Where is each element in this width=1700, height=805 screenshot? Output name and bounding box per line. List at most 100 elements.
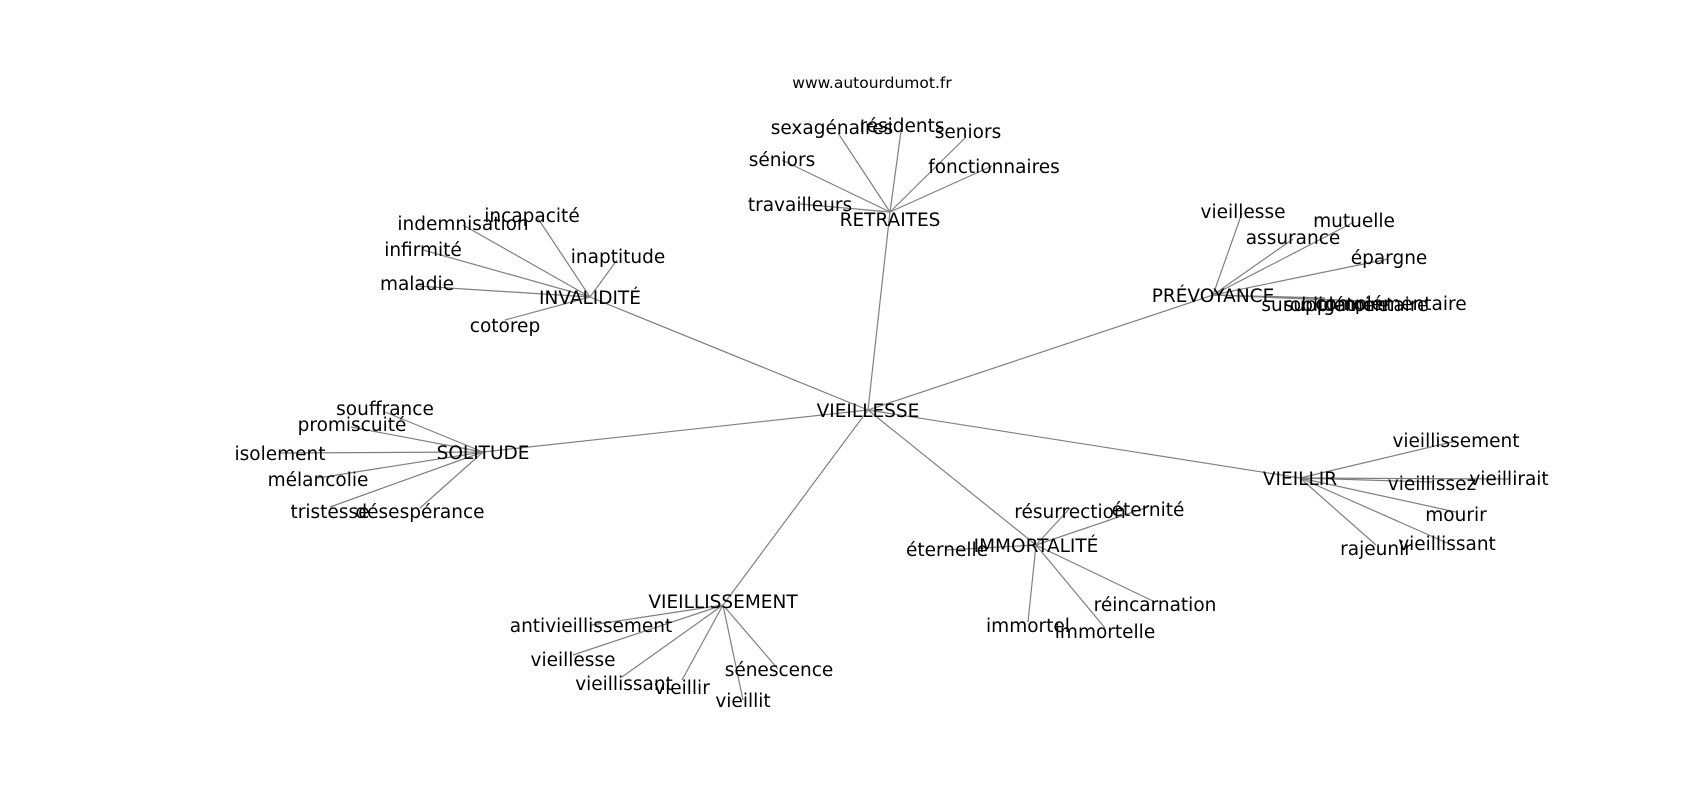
edge-hub-to-word [1027, 544, 1037, 623]
related-word[interactable]: désespérance [355, 502, 484, 523]
edge-hub-to-word [590, 604, 724, 626]
related-word[interactable]: tristesse [291, 502, 370, 523]
related-word[interactable]: vieillesse [531, 650, 616, 671]
hub-word[interactable]: PRÉVOYANCE [1152, 285, 1275, 307]
related-word[interactable]: travailleurs [748, 195, 852, 216]
edge-hub-to-word [589, 259, 618, 298]
edge-hub-to-word [681, 604, 724, 681]
edge-hub-to-word [621, 604, 724, 678]
related-word[interactable]: mutuelle [1313, 211, 1395, 232]
hub-word[interactable]: VIEILLIR [1263, 469, 1337, 490]
edge-center-to-hub [589, 296, 869, 411]
related-word[interactable]: vieillissement [1392, 431, 1519, 452]
related-word[interactable]: incapacité [484, 206, 579, 227]
edge-hub-to-word [1212, 212, 1243, 296]
related-word[interactable]: épargne [1351, 248, 1428, 269]
edge-hub-to-word [722, 604, 779, 670]
related-word[interactable]: inaptitude [571, 247, 665, 268]
related-word[interactable]: réincarnation [1094, 595, 1217, 616]
related-word[interactable]: seniors [935, 122, 1001, 143]
related-word[interactable]: assurance [1246, 228, 1341, 249]
related-word[interactable]: rajeunir [1340, 539, 1412, 560]
edge-hub-to-word [889, 165, 993, 213]
edge-hub-to-word [1212, 238, 1294, 296]
related-word[interactable]: mourir [1425, 505, 1487, 526]
related-word[interactable]: mélancolie [268, 470, 369, 491]
related-word[interactable]: sexagénaires [771, 118, 894, 139]
edge-hub-to-word [279, 451, 484, 454]
edge-hub-to-word [889, 137, 966, 213]
edges [279, 130, 1510, 701]
related-word[interactable]: complémentaire [1315, 294, 1466, 315]
edge-hub-to-word [1212, 221, 1355, 296]
edge-center-to-hub [867, 294, 1214, 411]
related-word[interactable]: sénescence [725, 660, 834, 681]
edge-hub-to-word [504, 296, 591, 321]
edge-hub-to-word [416, 285, 591, 298]
hub-word[interactable]: IMMORTALITÉ [974, 535, 1099, 557]
related-word[interactable]: isolement [234, 444, 325, 465]
edge-hub-to-word [317, 451, 484, 479]
edge-hub-to-word [1299, 477, 1377, 546]
credit-text: www.autourdumot.fr [792, 74, 952, 92]
edge-center-to-hub [482, 409, 869, 453]
edge-hub-to-word [1035, 544, 1106, 629]
edge-hub-to-word [350, 426, 484, 453]
edge-hub-to-word [945, 544, 1037, 551]
hub-word[interactable]: INVALIDITÉ [539, 287, 641, 309]
hub-word[interactable]: SOLITUDE [437, 443, 530, 464]
related-word[interactable]: infirmité [384, 240, 462, 261]
related-word[interactable]: vieillissez [1388, 474, 1476, 495]
edge-hub-to-word [419, 451, 484, 509]
related-word[interactable]: vieillir [654, 678, 710, 699]
edge-hub-to-word [1299, 440, 1457, 479]
related-word[interactable]: résidents [859, 116, 944, 137]
labels: www.autourdumot.fr VIEILLESSE sexagénaire… [234, 74, 1548, 712]
edge-hub-to-word [422, 249, 591, 298]
related-word[interactable]: vieillirait [1469, 469, 1548, 490]
related-word[interactable]: immortel [986, 616, 1070, 637]
related-word[interactable]: vieillissant [575, 674, 673, 695]
edge-hub-to-word [384, 411, 484, 453]
related-word[interactable]: maladie [380, 274, 454, 295]
hub-word[interactable]: VIEILLISSEMENT [648, 592, 798, 613]
related-word[interactable]: fonctionnaires [928, 157, 1060, 178]
edge-hub-to-word [329, 451, 484, 508]
related-word[interactable]: séniors [749, 150, 815, 171]
related-word[interactable]: éternelle [906, 540, 988, 561]
edge-hub-to-word [536, 216, 591, 298]
related-word[interactable]: résurrection [1014, 502, 1125, 523]
related-word[interactable]: éternité [1112, 500, 1185, 521]
edge-center-to-hub [867, 409, 1037, 546]
edge-hub-to-word [1035, 507, 1071, 546]
edge-hub-to-word [1212, 294, 1392, 303]
edge-hub-to-word [1035, 544, 1156, 603]
related-word[interactable]: vieillit [715, 691, 770, 712]
edge-hub-to-word [837, 132, 891, 213]
edge-center-to-hub [867, 211, 891, 411]
hub-word[interactable]: RETRAITES [840, 210, 941, 231]
edge-hub-to-word [1035, 506, 1149, 546]
edge-hub-to-word [572, 604, 724, 656]
edge-hub-to-word [1299, 477, 1457, 513]
related-word[interactable]: surobligatoire [1261, 295, 1388, 316]
edge-hub-to-word [799, 203, 891, 213]
related-word[interactable]: indemnisation [397, 214, 528, 235]
related-word[interactable]: souffrance [336, 399, 434, 420]
related-word[interactable]: vieillissant [1398, 534, 1496, 555]
edge-hub-to-word [1299, 477, 1433, 483]
related-word[interactable]: cotorep [470, 316, 540, 337]
related-word[interactable]: vieillesse [1201, 202, 1286, 223]
related-word[interactable]: promiscuité [298, 415, 407, 436]
related-word[interactable]: supplémentaire [1284, 295, 1429, 316]
edge-hub-to-word [1212, 258, 1389, 296]
center-word[interactable]: VIEILLESSE [817, 401, 920, 422]
related-word[interactable]: antivieillissement [510, 616, 673, 637]
edge-center-to-hub [867, 409, 1301, 479]
edge-hub-to-word [889, 130, 902, 213]
related-word[interactable]: immortelle [1055, 622, 1155, 643]
edge-hub-to-word [781, 159, 891, 213]
edge-center-to-hub [722, 409, 869, 606]
edge-hub-to-word [462, 224, 591, 298]
